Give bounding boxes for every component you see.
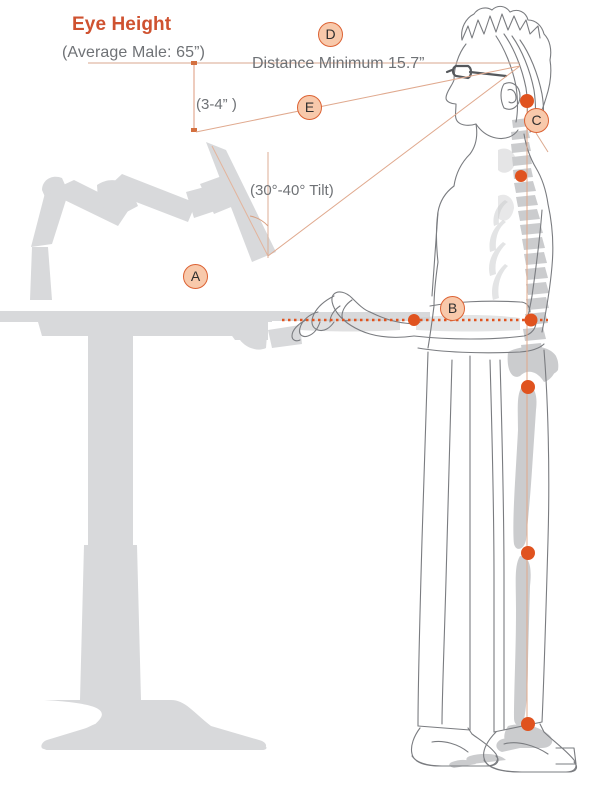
trouser-inseam-right [489,359,495,733]
desk-apron [38,322,260,336]
sight-line-upper [195,65,521,133]
gap-tick-bottom [191,128,197,132]
skull-shading [498,148,516,173]
callout-badge-b[interactable]: B [440,296,465,321]
neck-outline [453,123,478,187]
knee-dot [521,546,535,560]
shirt-hem [417,343,545,354]
hair-outline [461,5,552,133]
cervical-spine-dot [515,170,527,182]
back-shoe-sole [483,759,578,773]
monitor-arm-top-link [105,174,196,222]
chest-front [433,261,439,307]
hair-spikes [461,13,541,41]
hip-dot [521,380,535,394]
finger-2 [291,319,307,342]
calcaneus [496,738,520,752]
subtitle-average-male: (Average Male: 65”) [62,44,206,61]
upper-arm-back [527,209,543,319]
monitor-back-mount [200,176,236,214]
elbow-dot [524,313,538,327]
torso-back [541,203,554,333]
glasses-bridge [445,68,454,74]
monitor-tilt-label: (30°-40° Tilt) [250,182,334,199]
gap-tick-top [191,61,197,65]
femur-bone [513,384,537,549]
front-cuff [417,725,471,731]
sight-line-lower [267,65,521,257]
ribcage-hint [489,200,508,300]
trouser-back [541,349,550,723]
hand-knuckles [311,295,335,332]
distance-minimum-label: Distance Minimum 15.7” [252,55,425,72]
callout-badge-d[interactable]: D [318,22,343,47]
joint-dots [408,94,538,731]
ear-inner [507,88,517,104]
ankle-dot [521,717,535,731]
upper-arm-front [431,211,439,297]
hand-outline-back [331,291,415,338]
neck-back [523,133,549,205]
wrist-dot [408,314,420,326]
monitor-arm-base-post [30,247,52,300]
tray-side-panel [238,322,268,350]
waist-front [427,305,435,349]
front-shoe-sole [411,755,499,767]
glasses-temple [468,70,508,78]
desk-column-lower [80,545,141,700]
desk-foot-plate [42,724,267,750]
crease-line [441,359,453,725]
monitor-neck [196,192,220,210]
monitor-face-line [211,145,269,257]
finger-1 [298,311,321,338]
callout-badge-a[interactable]: A [183,264,208,289]
tilt-angle-arc [249,215,269,227]
callout-badge-e[interactable]: E [297,95,322,120]
c-badge-leader [535,132,549,153]
back-shoe-detail [503,742,549,755]
callout-badge-c[interactable]: C [524,108,549,133]
desk-column-upper [88,334,133,545]
desk-top-edge [0,311,300,316]
trouser-front [417,351,429,727]
page-title: Eye Height [72,14,172,35]
eye-level-dot [520,94,534,108]
ear-outline [500,82,521,110]
thumb [341,299,353,322]
eye-to-screen-gap-label: (3-4” ) [196,96,237,113]
front-shoe-detail [431,740,469,753]
forearm-bottom [413,321,537,340]
monitor-arm-lower-link [31,193,66,247]
humerus-hint [498,194,514,221]
back-shoe-heel [555,747,577,765]
back-leg-outline [499,359,505,731]
